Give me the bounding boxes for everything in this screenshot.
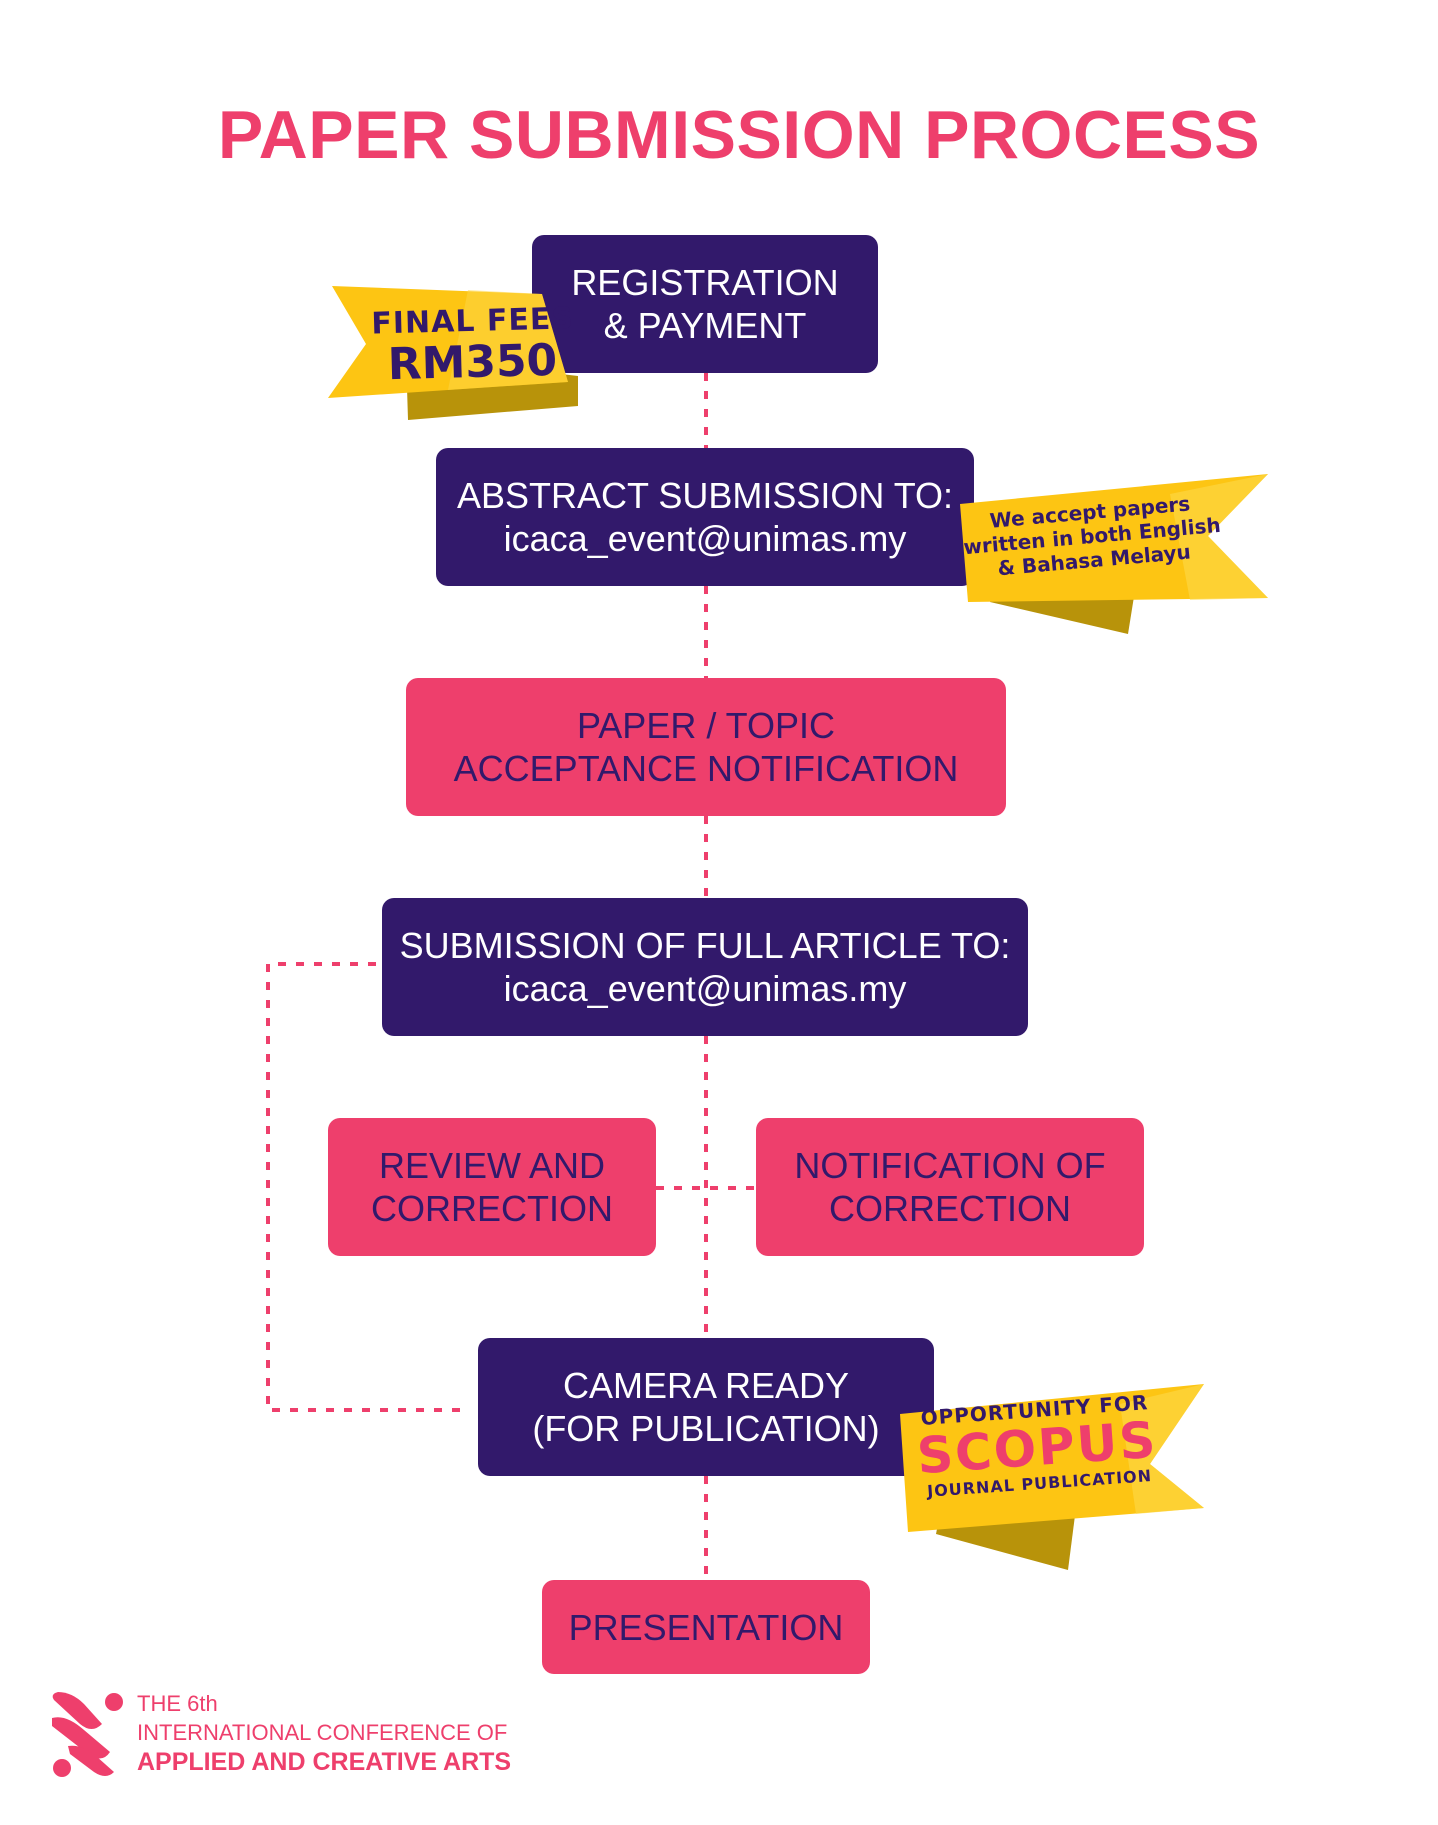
step-acceptance-line2: ACCEPTANCE NOTIFICATION: [453, 748, 959, 789]
step-review-line1: REVIEW AND: [378, 1145, 606, 1186]
page-title: PAPER SUBMISSION PROCESS: [217, 97, 1261, 173]
step-review-correction: REVIEW AND CORRECTION: [328, 1118, 656, 1256]
step-presentation: PRESENTATION: [542, 1580, 870, 1674]
scopus-ribbon: [900, 1384, 1204, 1570]
step-notification-line1: NOTIFICATION OF: [794, 1145, 1106, 1186]
step-camera-line1: CAMERA READY: [562, 1365, 850, 1406]
step-review-line2: CORRECTION: [371, 1188, 613, 1229]
step-camera-ready: CAMERA READY (FOR PUBLICATION): [478, 1338, 934, 1476]
scopus-ribbon-label: OPPORTUNITY FOR SCOPUS JOURNAL PUBLICATI…: [909, 1389, 1165, 1502]
step-camera-line2: (FOR PUBLICATION): [532, 1408, 880, 1449]
step-abstract-email: icaca_event@unimas.my: [503, 518, 907, 559]
fees-ribbon-label: FINAL FEES RM350: [371, 301, 574, 391]
step-registration-line2: & PAYMENT: [603, 305, 807, 346]
step-acceptance-notification: PAPER / TOPIC ACCEPTANCE NOTIFICATION: [406, 678, 1006, 816]
fees-ribbon: [328, 286, 578, 420]
connector-loop-left: [266, 962, 468, 1412]
footer-line1: THE 6th: [137, 1691, 218, 1716]
step-registration-payment: REGISTRATION & PAYMENT: [532, 235, 878, 373]
language-ribbon: [960, 474, 1268, 634]
step-full-article-submission: SUBMISSION OF FULL ARTICLE TO: icaca_eve…: [382, 898, 1028, 1036]
step-full-article-email: icaca_event@unimas.my: [503, 968, 907, 1009]
fees-ribbon-amount: RM350: [387, 334, 558, 391]
conference-logo-icon: [52, 1692, 123, 1777]
footer-line2: INTERNATIONAL CONFERENCE OF: [137, 1720, 508, 1745]
step-notification-line2: CORRECTION: [829, 1188, 1071, 1229]
step-registration-line1: REGISTRATION: [571, 262, 839, 303]
step-acceptance-line1: PAPER / TOPIC: [576, 705, 836, 746]
footer-line3: APPLIED AND CREATIVE ARTS: [137, 1748, 512, 1776]
step-abstract-line1: ABSTRACT SUBMISSION TO:: [456, 475, 954, 516]
step-presentation-label: PRESENTATION: [568, 1606, 844, 1648]
step-notification-correction: NOTIFICATION OF CORRECTION: [756, 1118, 1144, 1256]
step-full-article-line1: SUBMISSION OF FULL ARTICLE TO:: [399, 925, 1011, 966]
step-abstract-submission: ABSTRACT SUBMISSION TO: icaca_event@unim…: [436, 448, 974, 586]
